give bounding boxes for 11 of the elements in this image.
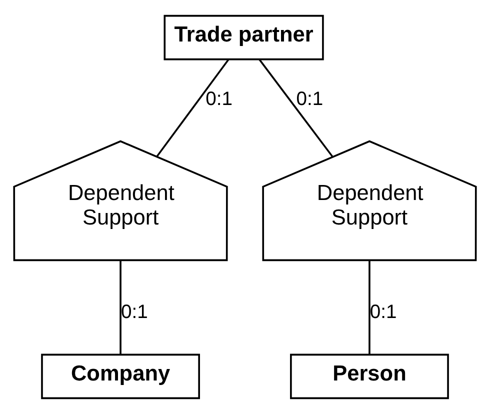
node-box: Person	[290, 354, 448, 400]
edge-label: 0:1	[296, 89, 323, 110]
edge-label: 0:1	[369, 302, 396, 324]
connector	[258, 59, 333, 158]
connector	[368, 260, 370, 354]
node-box: Company	[40, 354, 200, 400]
edge-label: 0:1	[205, 89, 232, 110]
connector	[119, 260, 121, 354]
edge-label: 0:1	[120, 302, 148, 324]
node-box: Trade partner	[163, 14, 324, 60]
connector	[156, 59, 229, 158]
